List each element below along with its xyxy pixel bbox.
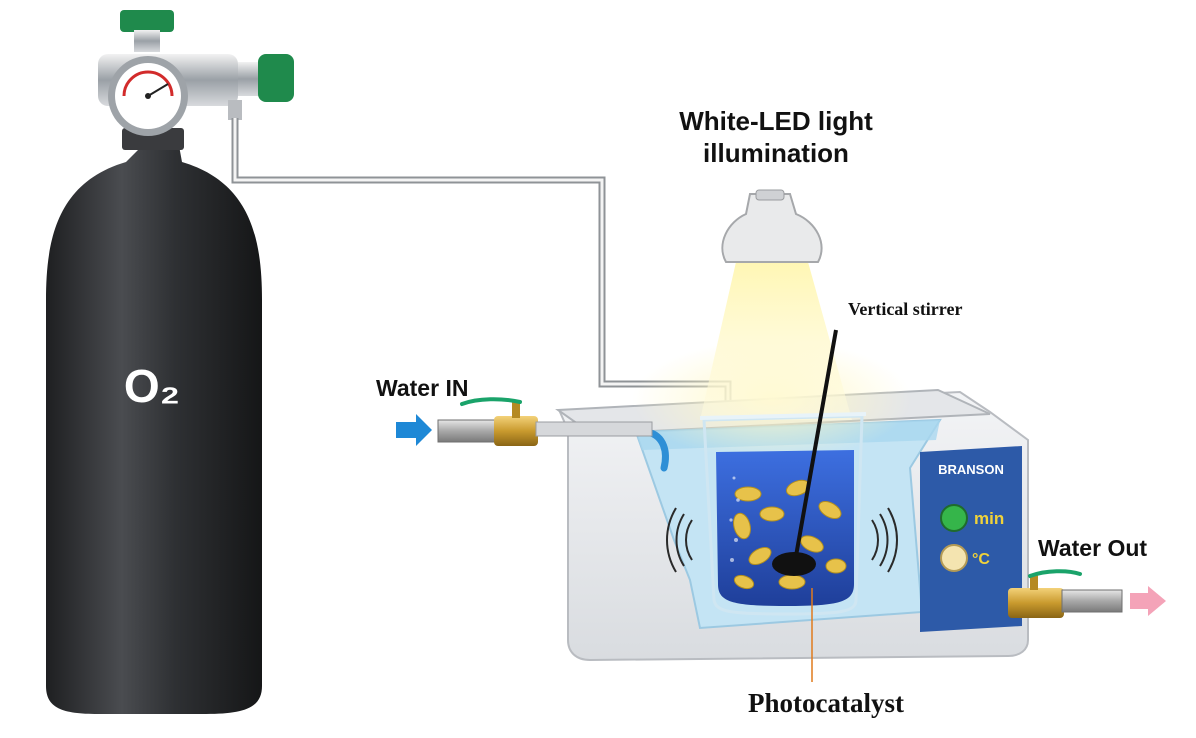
water-in-valve[interactable]	[494, 416, 538, 446]
temperature-unit-label: °C	[972, 551, 990, 568]
photocatalyst-particles	[733, 479, 847, 590]
photocatalyst-label: Photocatalyst	[748, 688, 904, 718]
water-in-pipe	[535, 421, 653, 437]
water-out-valve[interactable]	[1008, 588, 1064, 618]
light-label-line1: White-LED light	[679, 106, 873, 136]
water-out-label: Water Out	[1038, 535, 1147, 561]
led-bulb-icon	[721, 193, 823, 263]
water-in-arrow-icon	[396, 414, 432, 446]
water-out-assembly	[1008, 569, 1166, 618]
timer-unit-label: min	[974, 509, 1004, 528]
stirrer-impeller	[772, 552, 816, 576]
water-out-arrow-icon	[1130, 586, 1166, 616]
gas-regulator	[98, 10, 294, 136]
flow-valve-knob[interactable]	[258, 54, 294, 102]
water-in-assembly	[396, 397, 653, 446]
ultrasonic-wave-icon	[666, 507, 898, 573]
led-lamp	[632, 189, 912, 460]
water-in-valve-handle[interactable]	[460, 397, 522, 406]
stirrer-shaft	[794, 329, 838, 557]
water-out-valve-handle[interactable]	[1028, 569, 1082, 578]
reactor-beaker	[699, 412, 867, 616]
brand-label: BRANSON	[938, 462, 1004, 477]
light-label-line2: illumination	[703, 138, 849, 168]
stirrer-label: Vertical stirrer	[848, 299, 962, 319]
timer-button[interactable]	[940, 504, 968, 532]
light-beam	[700, 262, 852, 420]
temperature-button[interactable]	[940, 544, 968, 572]
oxygen-bubbles	[729, 476, 740, 562]
regulator-knob[interactable]	[120, 10, 174, 32]
water-in-label: Water IN	[376, 375, 468, 401]
oxygen-cylinder: O₂	[46, 128, 262, 714]
gas-label: O₂	[124, 360, 180, 412]
control-panel: BRANSON min °C	[920, 446, 1022, 632]
